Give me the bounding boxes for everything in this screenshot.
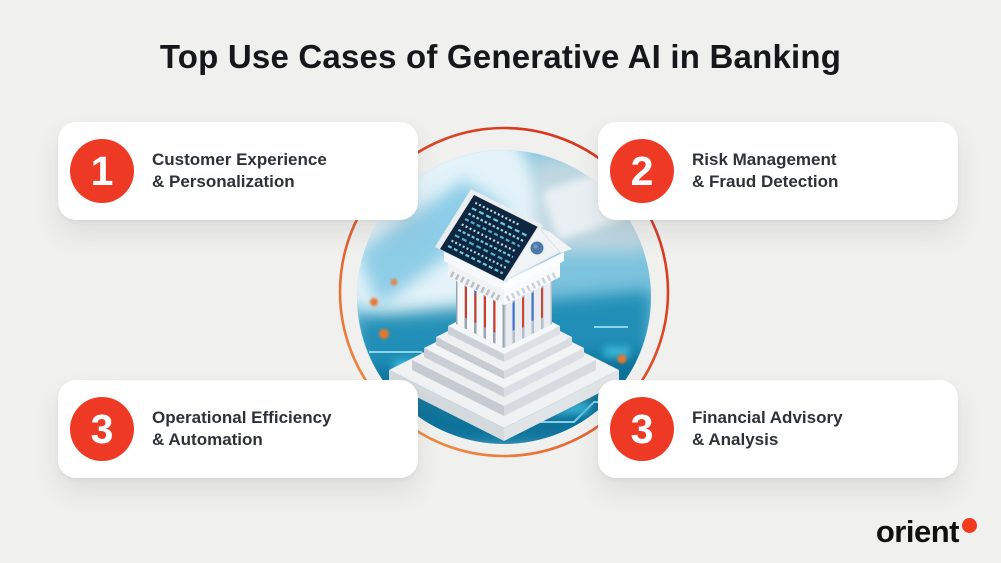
usecase-card-4: 3 Financial Advisory & Analysis (598, 380, 958, 478)
orient-logo-text: orient (875, 514, 960, 549)
decorative-ring-icon (338, 126, 670, 458)
card-title: Financial Advisory & Analysis (692, 407, 843, 451)
number-badge: 1 (70, 139, 134, 203)
card-title: Risk Management & Fraud Detection (692, 149, 838, 193)
circuit-board-photo (357, 150, 651, 444)
card-title-line2: & Analysis (692, 430, 779, 449)
card-title: Operational Efficiency & Automation (152, 407, 332, 451)
card-title-line1: Customer Experience (152, 150, 327, 169)
card-title-line1: Risk Management (692, 150, 837, 169)
usecase-card-2: 2 Risk Management & Fraud Detection (598, 122, 958, 220)
page-title: Top Use Cases of Generative AI in Bankin… (159, 38, 842, 75)
number-badge: 3 (70, 397, 134, 461)
bank-building (389, 189, 619, 441)
card-title-line1: Financial Advisory (692, 408, 843, 427)
usecase-card-1: 1 Customer Experience & Personalization (58, 122, 418, 220)
card-title: Customer Experience & Personalization (152, 149, 327, 193)
card-title-line1: Operational Efficiency (152, 408, 332, 427)
orient-logo: orient (875, 514, 977, 549)
logo-dot-icon (962, 518, 977, 533)
card-title-line2: & Automation (152, 430, 263, 449)
card-title-line2: & Personalization (152, 172, 295, 191)
card-title-line2: & Fraud Detection (692, 172, 839, 191)
usecase-card-3: 3 Operational Efficiency & Automation (58, 380, 418, 478)
bank-circuit-illustration (338, 126, 670, 458)
number-badge: 2 (610, 139, 674, 203)
number-badge: 3 (610, 397, 674, 461)
